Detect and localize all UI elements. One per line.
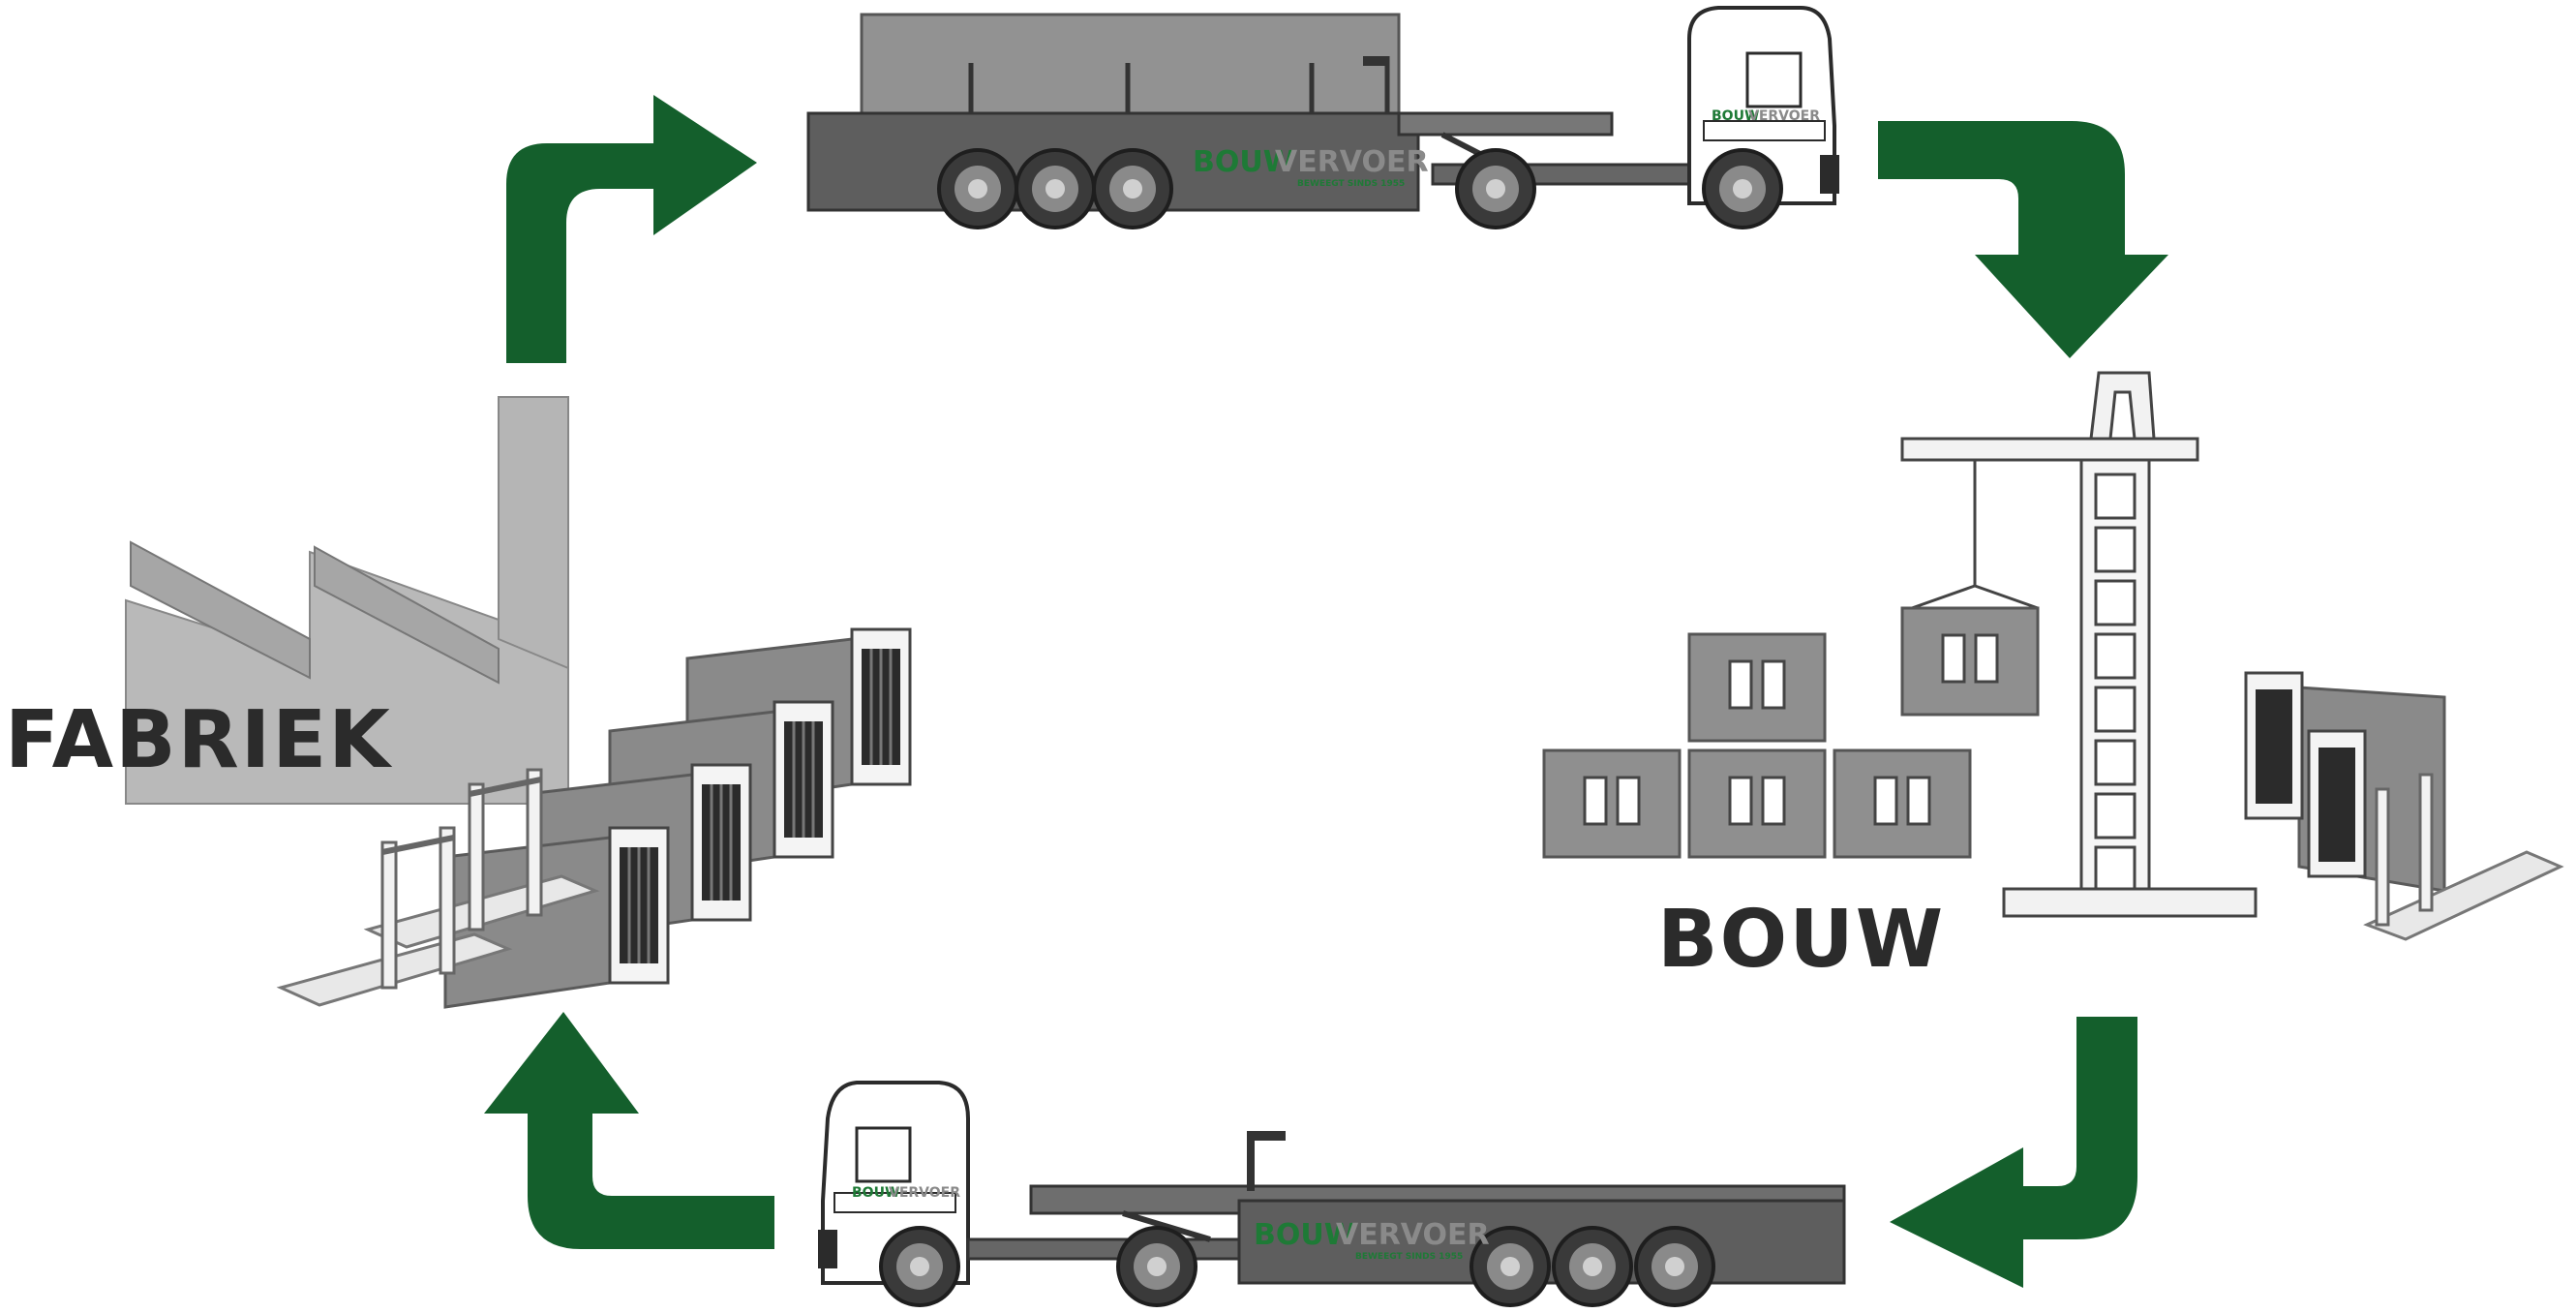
brand-logo-trailer-bottom-suffix: VERVOER — [1336, 1218, 1490, 1252]
truck-empty-icon: BOUW VERVOER BEWEEGT SINDS 1955 BOUW VER… — [818, 1081, 1846, 1307]
factory-label: FABRIEK — [5, 694, 393, 786]
brand-logo-trailer-top-suffix: VERVOER — [1275, 145, 1429, 179]
brand-logo-cab-bottom: BOUW — [852, 1185, 899, 1201]
brand-logo-trailer-bottom: BOUW — [1254, 1218, 1356, 1252]
concrete-module-stack-icon — [1542, 606, 2040, 859]
brand-logo-cab-bottom-suffix: VERVOER — [889, 1185, 960, 1201]
brand-tagline-trailer-top: BEWEEGT SINDS 1955 — [1297, 179, 1405, 189]
arrow-truck-to-construction — [1878, 121, 2168, 358]
brand-logo-cab-top-suffix: VERVOER — [1748, 108, 1820, 124]
arrow-construction-to-truck — [1890, 1017, 2137, 1288]
brand-logo-trailer-top: BOUW — [1193, 145, 1295, 179]
brand-logo-cab-top: BOUW — [1712, 108, 1759, 124]
brand-tagline-trailer-bottom: BEWEEGT SINDS 1955 — [1355, 1252, 1463, 1262]
construction-label: BOUW — [1657, 894, 1945, 986]
truck-loaded-icon: BOUW VERVOER BEWEEGT SINDS 1955 BOUW VER… — [806, 6, 1839, 229]
arrow-factory-to-truck — [506, 95, 757, 363]
crane-icon — [1900, 371, 2258, 918]
factory-icon — [125, 396, 912, 1009]
arrow-truck-to-factory — [484, 1012, 774, 1249]
wall-panels-delivered-icon — [2244, 671, 2564, 941]
